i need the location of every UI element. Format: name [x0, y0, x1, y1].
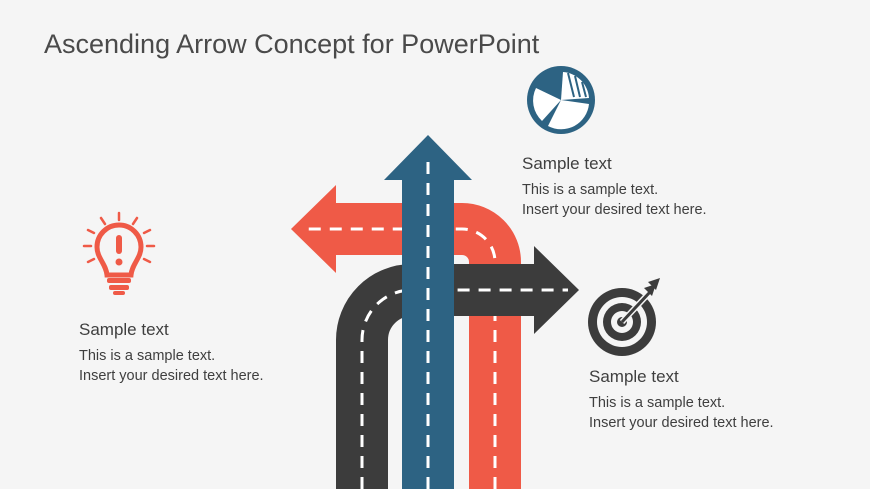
- blue-arrow-head: [384, 135, 472, 180]
- red-arrow-lane-marks: [300, 227, 497, 489]
- text-block-top: Sample text This is a sample text. Inser…: [522, 154, 707, 220]
- pie-chart-icon: [527, 66, 595, 134]
- text-block-line-2: Insert your desired text here.: [79, 368, 264, 384]
- dark-arrow-head: [534, 246, 579, 334]
- text-block-heading: Sample text: [589, 367, 679, 386]
- text-block-heading: Sample text: [522, 154, 612, 173]
- text-block-right: Sample text This is a sample text. Inser…: [589, 367, 774, 433]
- text-block-line-2: Insert your desired text here.: [522, 202, 707, 218]
- target-icon: [588, 278, 660, 356]
- red-arrow: [291, 185, 521, 489]
- text-block-line-1: This is a sample text.: [79, 348, 216, 364]
- blue-arrow: [384, 135, 472, 489]
- text-block-line-1: This is a sample text.: [522, 182, 659, 198]
- text-block-left: Sample text This is a sample text. Inser…: [79, 320, 264, 386]
- lightbulb-icon: [82, 211, 156, 295]
- slide-title: Ascending Arrow Concept for PowerPoint: [44, 29, 540, 59]
- text-block-line-1: This is a sample text.: [589, 395, 726, 411]
- text-block-line-2: Insert your desired text here.: [589, 415, 774, 431]
- text-block-heading: Sample text: [79, 320, 169, 339]
